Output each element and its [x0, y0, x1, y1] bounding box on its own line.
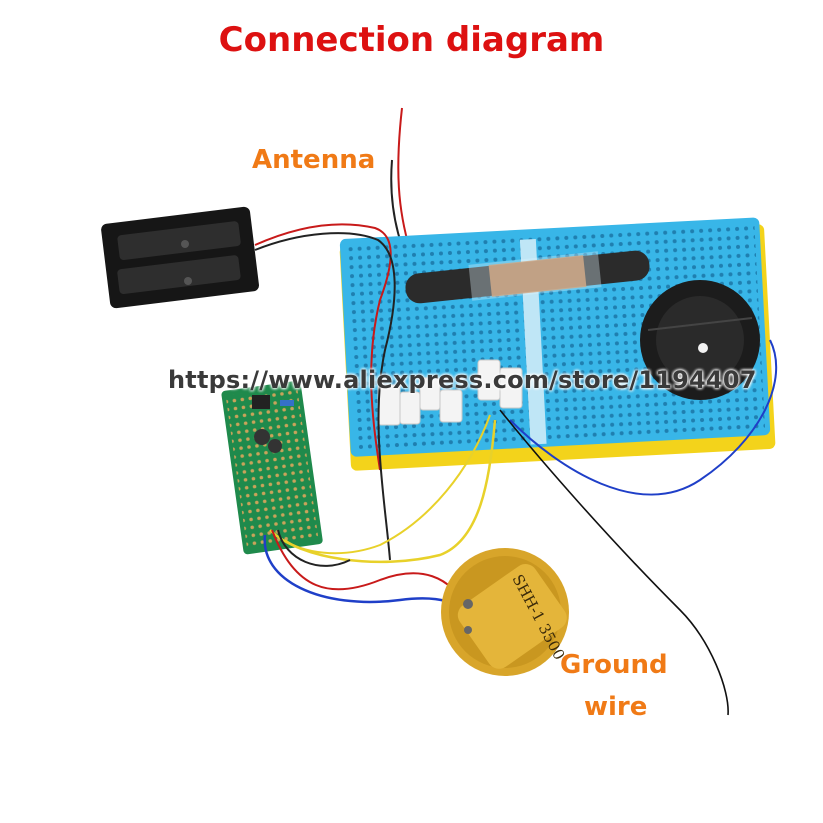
tuning-capacitor — [640, 280, 760, 400]
battery-holder — [101, 206, 259, 309]
ferrite-rod — [405, 250, 650, 304]
ground-label-line2: wire — [584, 692, 648, 722]
ground-label-line1: Ground — [560, 650, 668, 680]
antenna-label: Antenna — [252, 145, 376, 175]
amplifier-pcb — [221, 380, 323, 555]
page-title: Connection diagram — [218, 20, 605, 60]
watermark-url: https://www.aliexpress.com/store/1194407 — [168, 366, 757, 394]
crystal-earphone — [441, 548, 569, 676]
terminal-blocks — [377, 359, 523, 426]
